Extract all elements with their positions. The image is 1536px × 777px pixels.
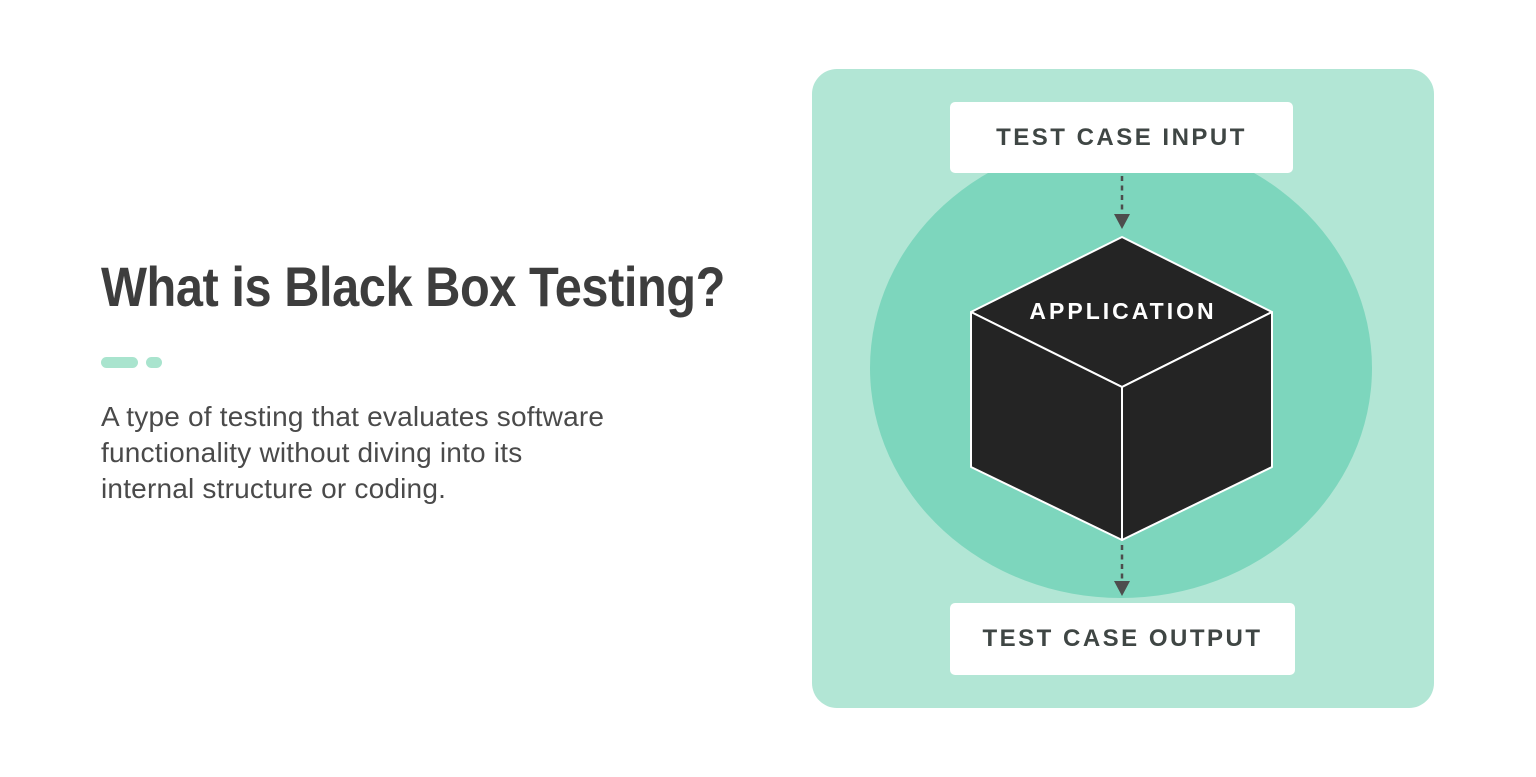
description: A type of testing that evaluates softwar…	[101, 399, 801, 507]
page-title: What is Black Box Testing?	[101, 255, 725, 318]
black-box-cube-icon	[970, 236, 1273, 541]
output-arrow-icon	[1114, 545, 1130, 596]
text-section: What is Black Box Testing? A type of tes…	[101, 256, 801, 507]
accent-divider	[101, 357, 801, 368]
test-case-input-box: TEST CASE INPUT	[950, 102, 1293, 173]
test-case-output-label: TEST CASE OUTPUT	[982, 625, 1263, 652]
test-case-output-box: TEST CASE OUTPUT	[950, 603, 1295, 675]
diagram-panel: TEST CASE INPUT APPLICATION TEST CASE OU…	[812, 69, 1434, 708]
divider-dash-short	[146, 357, 162, 368]
description-line-2: functionality without diving into its	[101, 437, 523, 468]
test-case-input-label: TEST CASE INPUT	[996, 123, 1247, 151]
description-line-3: internal structure or coding.	[101, 473, 447, 504]
divider-dash-long	[101, 357, 138, 368]
description-line-1: A type of testing that evaluates softwar…	[101, 401, 605, 432]
black-box-diagram	[870, 138, 1372, 598]
application-label: APPLICATION	[1029, 298, 1217, 324]
cube-right-face	[1121, 311, 1273, 541]
input-arrow-icon	[1114, 176, 1130, 229]
